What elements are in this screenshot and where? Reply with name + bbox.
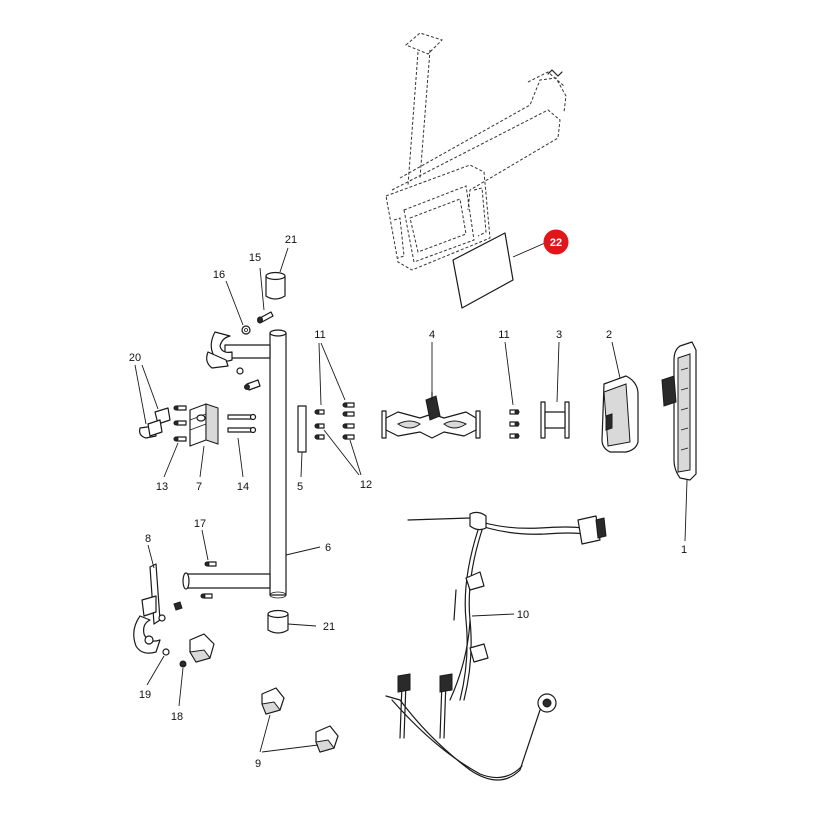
callout-3[interactable]: 3 [556,329,562,341]
part-9-end-caps: 9 [189,633,339,770]
callout-16[interactable]: 16 [213,269,225,281]
part-5-spacer: 5 [297,405,307,493]
upper-bracket [206,331,271,391]
callout-1[interactable]: 1 [681,544,687,556]
callout-17[interactable]: 17 [194,518,206,530]
callout-4[interactable]: 4 [429,329,435,341]
callout-11-right[interactable]: 11 [498,329,509,341]
highlight-callout-22[interactable] [543,229,569,255]
part-18-nut: 18 [171,660,187,723]
callout-11-left[interactable]: 11 [314,329,325,341]
part-21-cap-top: 21 [265,234,297,300]
part-8-lower-bracket: 8 [133,533,161,654]
part-3-spacer: 3 [540,329,570,439]
callout-15[interactable]: 15 [249,252,261,264]
callout-6[interactable]: 6 [325,542,331,554]
part-20-knobs: 20 [129,352,171,439]
part-14-bolts: 14 [227,413,257,493]
callout-20[interactable]: 20 [129,352,141,364]
part-21-cap-bottom: 21 [267,609,335,634]
part-10-wiring-harness: 10 [385,511,607,781]
callout-12[interactable]: 12 [360,479,372,491]
part-16-washer: 16 [213,269,251,335]
callout-21-bottom[interactable]: 21 [323,621,335,633]
part-15-bolt: 15 [249,252,274,324]
callout-21-top[interactable]: 21 [285,234,297,246]
part-6-main-tube: 6 [182,329,331,599]
part-19-washer: 19 [139,648,170,701]
callout-2[interactable]: 2 [606,329,612,341]
part-17-bolts: 17 [194,518,217,599]
callout-18[interactable]: 18 [171,711,183,723]
part-11-12-hardware-left: 11 12 [314,329,372,491]
part-1-display: 1 [661,341,697,556]
part-4-mount-bracket: 4 [381,329,481,439]
callout-10[interactable]: 10 [517,609,529,621]
small-hardware-lower [158,601,183,622]
part-13-screws: 13 [156,405,187,493]
callout-5[interactable]: 5 [297,481,303,493]
part-11-screws-right: 11 [498,329,520,439]
part-2-rear-cover: 2 [601,329,639,453]
part-7-clamp: 7 [189,403,219,493]
console-assembly-outline [385,32,567,271]
callout-13[interactable]: 13 [156,481,168,493]
callout-8[interactable]: 8 [145,533,151,545]
callout-22[interactable]: 22 [550,237,562,249]
callout-9[interactable]: 9 [255,758,261,770]
part-22-decal: 22 [452,229,569,309]
callout-7[interactable]: 7 [196,481,202,493]
callout-19[interactable]: 19 [139,689,151,701]
callout-14[interactable]: 14 [237,481,249,493]
